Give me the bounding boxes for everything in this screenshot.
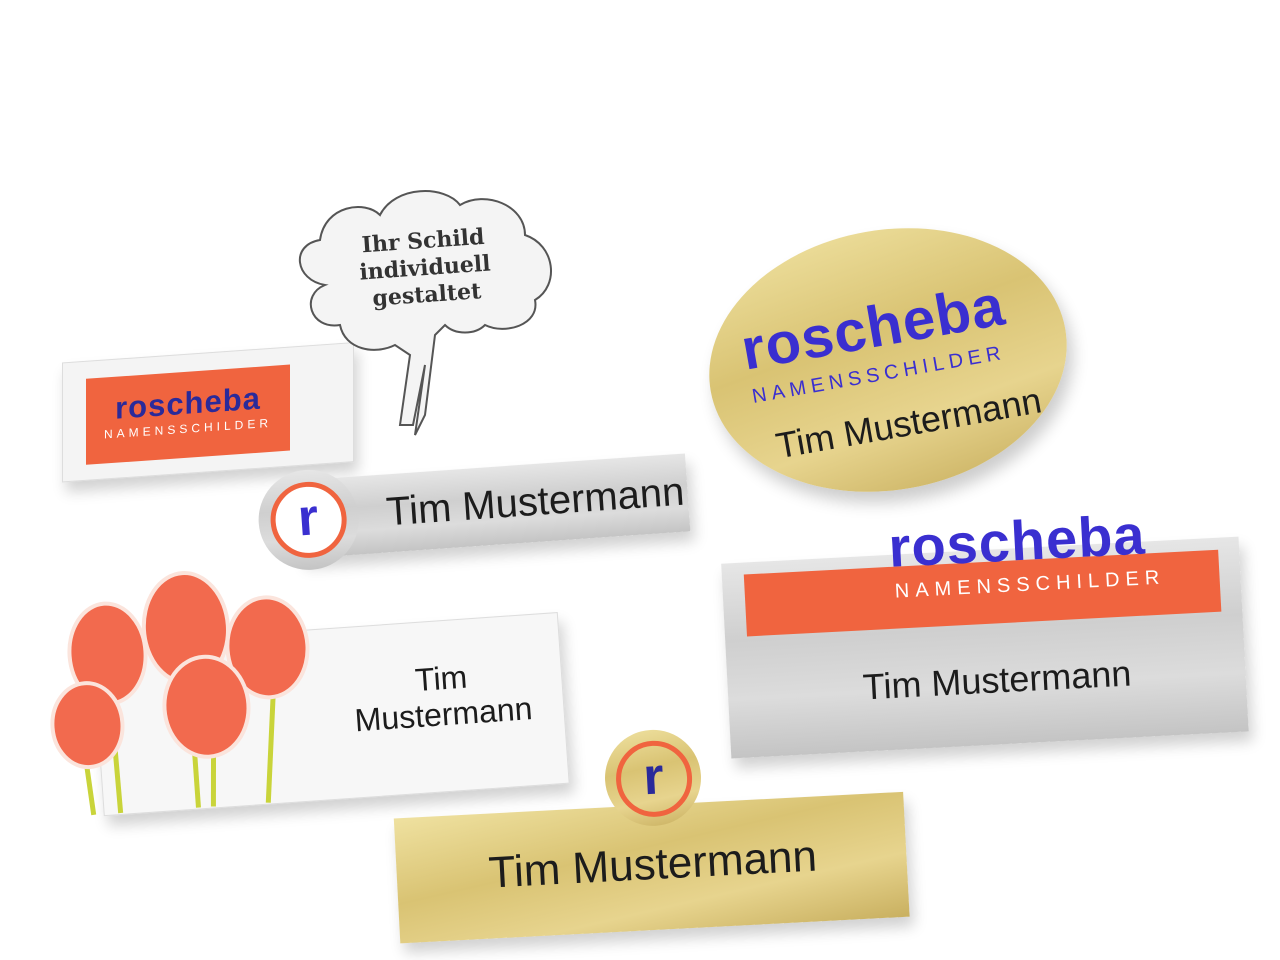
brand-logo: roscheba <box>886 502 1147 579</box>
logo-letter: r <box>295 488 322 548</box>
gold-bar-badge: r Tim Mustermann <box>390 717 915 954</box>
gold-oval-badge: roscheba NAMENSSCHILDER Tim Mustermann <box>688 200 1088 520</box>
tree-shape <box>299 190 552 436</box>
tulip-badge: Tim Mustermann <box>32 542 573 823</box>
tulips-image <box>50 571 310 816</box>
name-line1: Tim <box>413 658 469 699</box>
logo-letter: r <box>641 747 667 807</box>
tree-text: Ihr Schild individuell gestaltet <box>352 223 497 314</box>
brand-box: roscheba NAMENSSCHILDER <box>86 364 290 465</box>
